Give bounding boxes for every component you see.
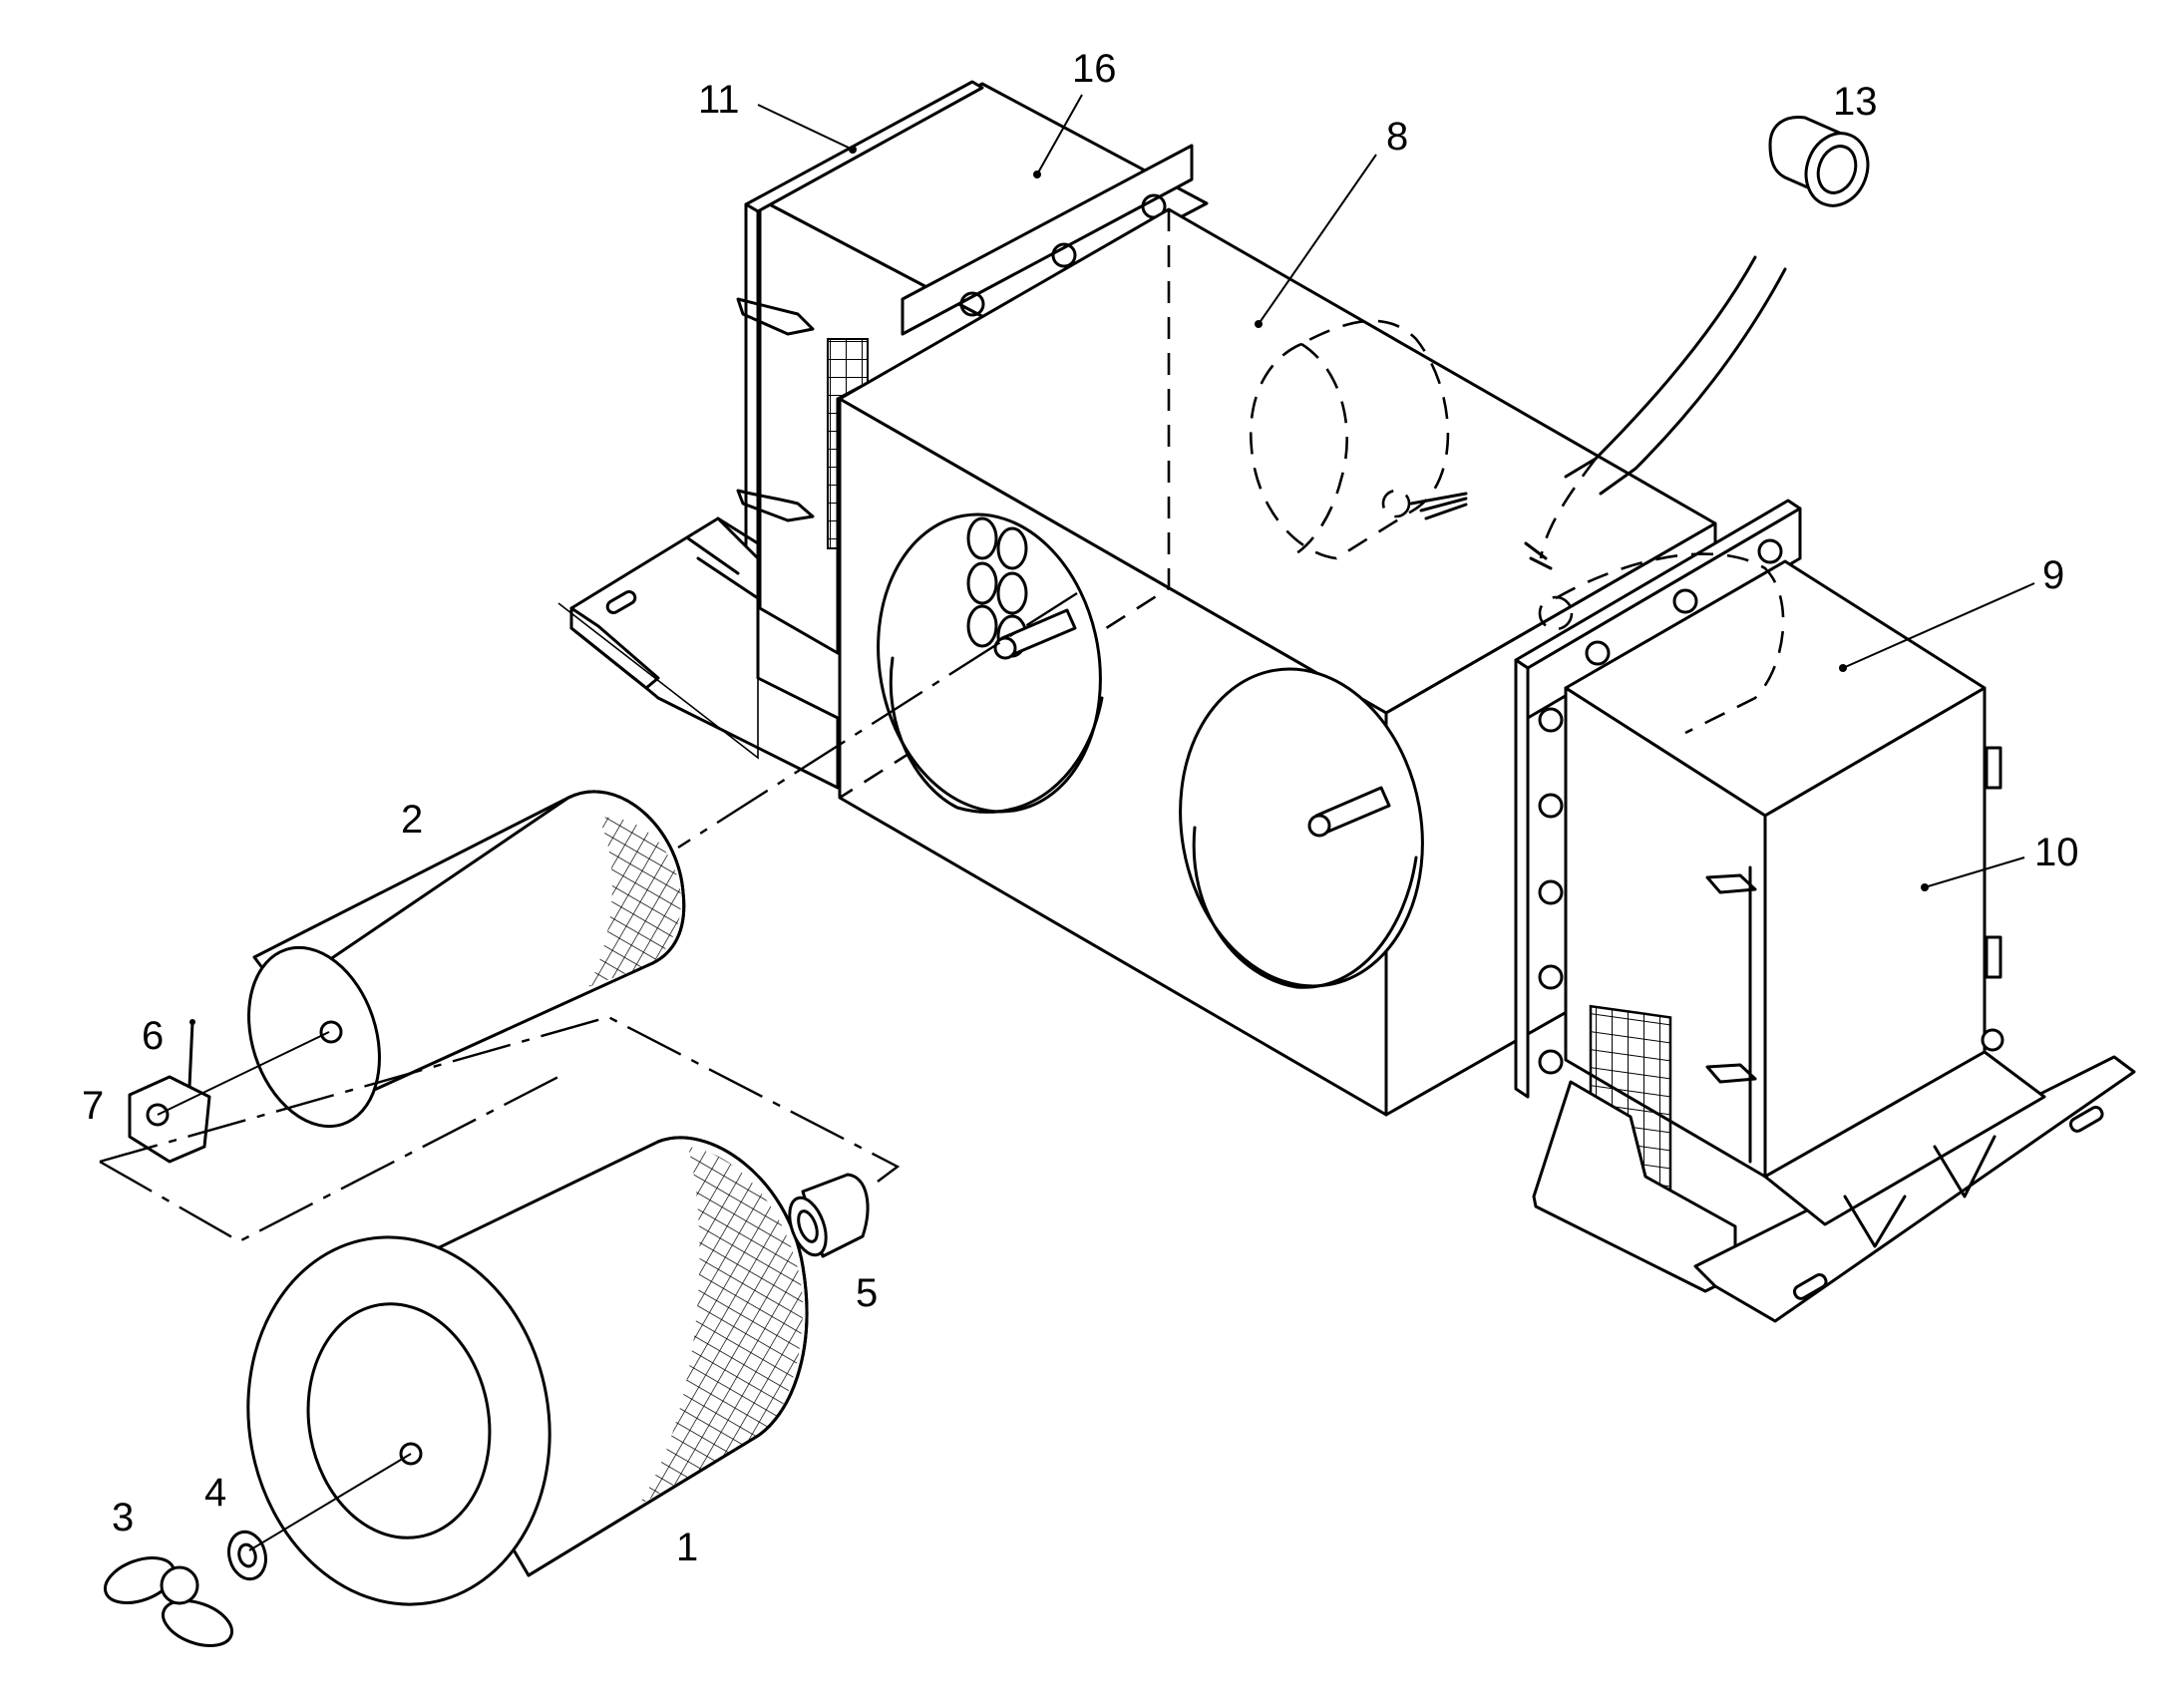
cap-13: [1768, 115, 1870, 207]
right-end-box: [1514, 499, 2004, 1233]
callout-2: 2: [401, 798, 423, 842]
callout-1: 1: [676, 1526, 698, 1569]
callout-10: 10: [2034, 831, 2079, 874]
wing-nut-3: [103, 1556, 234, 1647]
outer-filter-element: [246, 1136, 809, 1606]
callout-8: 8: [1386, 115, 1408, 159]
main-housing: [838, 207, 1717, 1117]
callout-7: 7: [82, 1084, 104, 1128]
pin-6: [187, 1019, 195, 1089]
callout-4: 4: [204, 1471, 226, 1515]
callout-6: 6: [142, 1014, 164, 1058]
callout-11: 11: [698, 78, 740, 122]
inner-filter-element: [247, 790, 686, 1129]
callout-13: 13: [1833, 80, 1878, 124]
callout-labels: 1 2 3 4 5 6 7 8 9 10 11 13 16: [82, 47, 2079, 1569]
washer-4: [227, 1530, 267, 1581]
callout-16: 16: [1072, 47, 1117, 91]
callout-5: 5: [856, 1271, 878, 1315]
right-mounting-foot: [1532, 1050, 2136, 1323]
fitting-7: [128, 1075, 211, 1164]
spacer-5: [788, 1173, 870, 1258]
left-mounting-foot: [569, 516, 840, 790]
callout-9: 9: [2042, 553, 2064, 597]
leader-lines: [757, 94, 2035, 891]
callout-3: 3: [112, 1496, 134, 1539]
